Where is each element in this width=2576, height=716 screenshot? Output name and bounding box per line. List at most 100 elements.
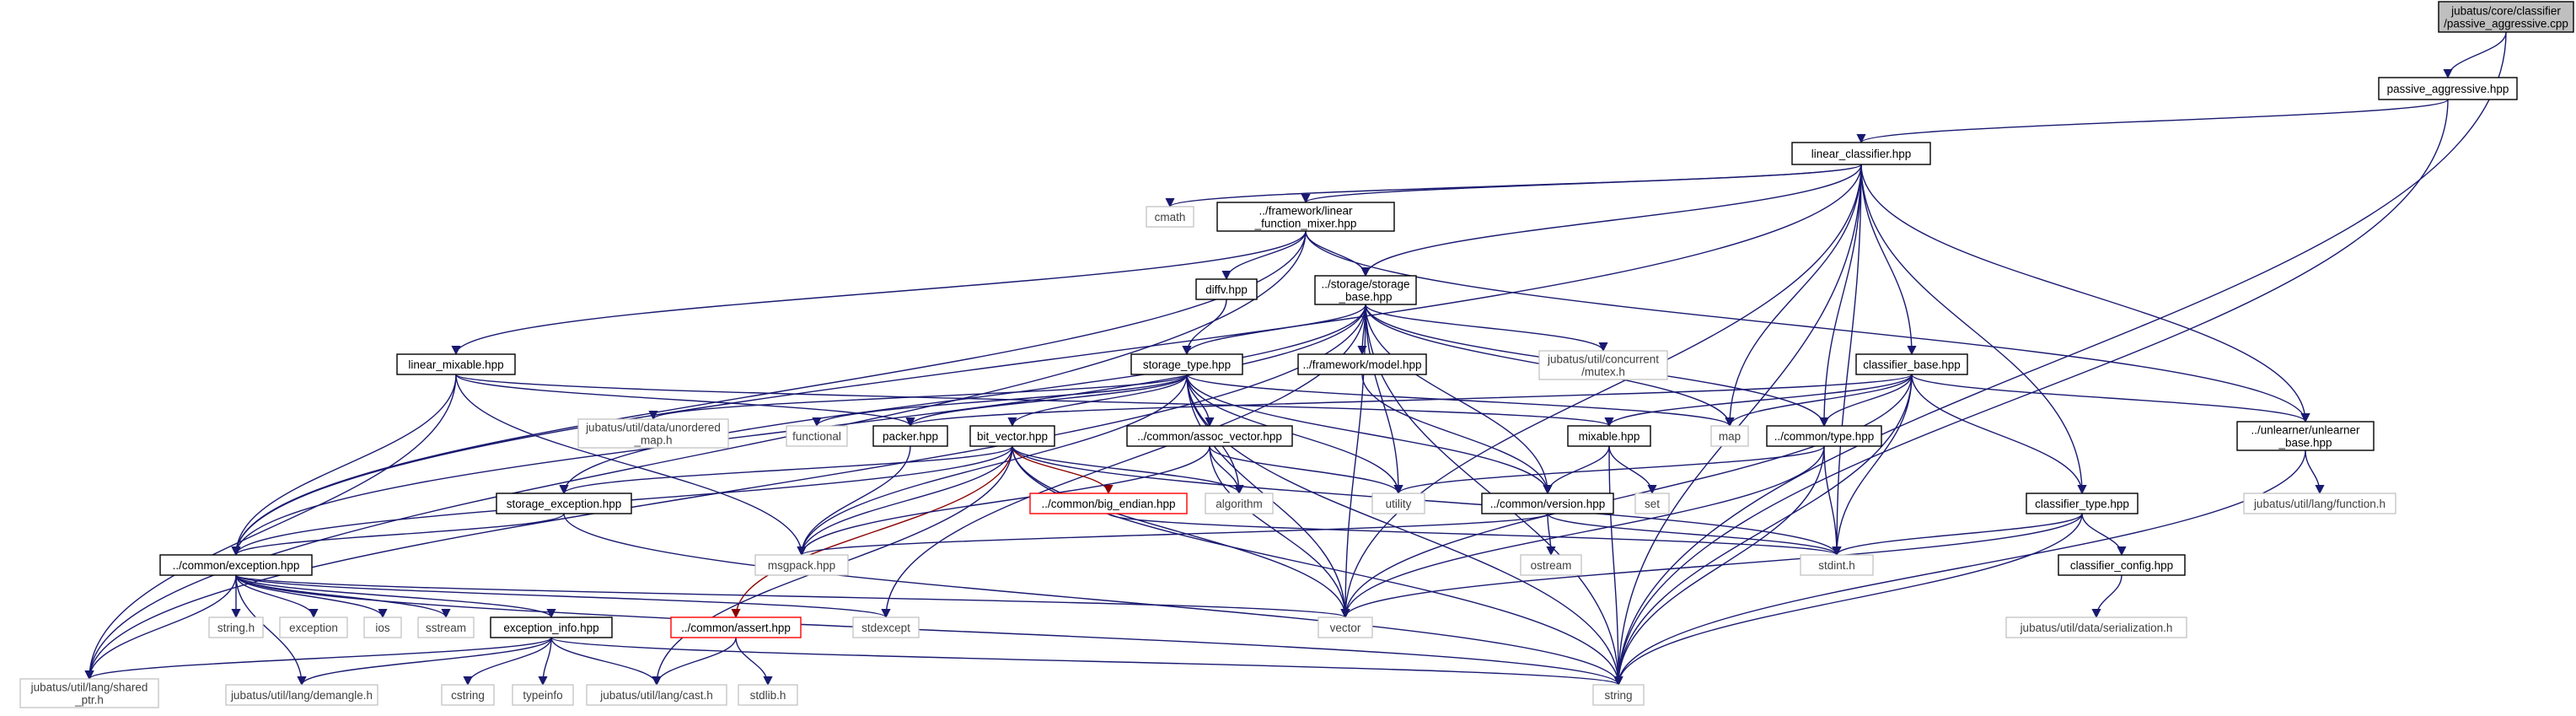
edge-common-type-to-vector (1340, 445, 1825, 619)
edge-linear-classifier-to-storage-base (1360, 164, 1862, 277)
node-box-storage-type (1130, 353, 1243, 375)
node-label-cstring: cstring (451, 689, 485, 702)
node-label-exception: exception (289, 622, 338, 634)
node-assoc-vector[interactable]: ../common/assoc_vector.hpp (1126, 425, 1293, 447)
node-common-assert[interactable]: ../common/assert.hpp (670, 616, 802, 638)
edge-assoc-vector-to-utility (1209, 445, 1403, 495)
node-bit-vector[interactable]: bit_vector.hpp (969, 425, 1055, 447)
node-linear-function-mixer[interactable]: ../framework/linear_function_mixer.hpp (1216, 202, 1395, 232)
edge-linear-mixable-to-mixable (455, 374, 1614, 428)
node-common-exception[interactable]: ../common/exception.hpp (159, 554, 313, 576)
node-label-map: map (1719, 430, 1741, 443)
node-classifier-base[interactable]: classifier_base.hpp (1855, 353, 1968, 375)
edge-bit-vector-to-algorithm (1012, 445, 1244, 495)
node-box-classifier-config (2058, 554, 2186, 576)
node-box-stdexcept (852, 616, 920, 638)
node-box-common-exception (159, 554, 313, 576)
edge-linear-mixable-to-shared-ptr (84, 374, 457, 681)
node-label-string: string (1604, 689, 1632, 702)
edge-linear-classifier-to-linear-function-mixer (1301, 164, 1862, 204)
edge-classifier-base-to-stdint (1832, 374, 1913, 557)
node-label-root-line-1: jubatus/core/classifier (2450, 5, 2561, 18)
edge-unlearner-base-to-string (1613, 450, 2306, 686)
node-string: string (1592, 684, 1645, 706)
node-classifier-type[interactable]: classifier_type.hpp (2026, 493, 2139, 514)
node-box-cstring (441, 684, 495, 706)
edge-common-version-to-msgpack (797, 513, 1548, 557)
node-box-lang-cast (586, 684, 727, 706)
node-label-diffv: diffv.hpp (1205, 283, 1248, 296)
node-mixable[interactable]: mixable.hpp (1567, 425, 1651, 447)
node-box-linear-function-mixer (1216, 202, 1395, 232)
node-diffv[interactable]: diffv.hpp (1195, 278, 1258, 300)
edge-exception-info-to-cstring (463, 637, 552, 686)
dependency-nodes: jubatus/core/classifier/passive_aggressi… (19, 1, 2574, 708)
node-unlearner-base[interactable]: ../unlearner/unlearner_base.hpp (2236, 421, 2375, 451)
node-label-unlearner-base-line-1: ../unlearner/unlearner (2251, 424, 2360, 437)
node-box-storage-exception (496, 493, 632, 514)
node-classifier-config[interactable]: classifier_config.hpp (2058, 554, 2186, 576)
node-framework-model[interactable]: ../framework/model.hpp (1297, 353, 1427, 375)
node-storage-base[interactable]: ../storage/storage_base.hpp (1314, 275, 1417, 305)
node-linear-mixable[interactable]: linear_mixable.hpp (396, 353, 516, 375)
edge-classifier-base-to-string (1613, 374, 1913, 686)
node-ostream: ostream (1520, 554, 1582, 576)
node-label-ios: ios (375, 622, 390, 634)
node-box-classifier-type (2026, 493, 2139, 514)
node-storage-type[interactable]: storage_type.hpp (1130, 353, 1243, 375)
node-box-mixable (1567, 425, 1651, 447)
node-stdint: stdint.h (1800, 554, 1874, 576)
node-label-shared-ptr-line-2: _ptr.h (74, 694, 104, 707)
edge-storage-exception-to-string (563, 513, 1623, 686)
edge-assoc-vector-to-msgpack (797, 445, 1210, 557)
node-label-common-exception: ../common/exception.hpp (173, 559, 300, 572)
node-root[interactable]: jubatus/core/classifier/passive_aggressi… (2438, 1, 2574, 33)
node-linear-classifier[interactable]: linear_classifier.hpp (1791, 142, 1931, 165)
node-packer[interactable]: packer.hpp (872, 425, 948, 447)
node-cmath: cmath (1146, 206, 1194, 228)
edge-classifier-base-to-classifier-type (1911, 374, 2087, 495)
edge-big-endian-to-stdint (1108, 513, 1842, 557)
node-label-lang-function: jubatus/util/lang/function.h (2253, 498, 2385, 510)
node-label-big-endian: ../common/big_endian.hpp (1041, 498, 1175, 510)
node-msgpack: msgpack.hpp (754, 554, 849, 576)
node-passive-aggressive[interactable]: passive_aggressive.hpp (2378, 77, 2518, 100)
edge-common-type-to-stdint (1823, 445, 1842, 557)
node-label-classifier-type: classifier_type.hpp (2035, 498, 2129, 510)
node-exception: exception (279, 616, 348, 638)
edge-classifier-base-to-map (1725, 374, 1913, 428)
node-stdexcept: stdexcept (852, 616, 920, 638)
node-label-storage-exception: storage_exception.hpp (507, 498, 622, 510)
node-label-vector: vector (1330, 622, 1361, 634)
node-label-storage-type: storage_type.hpp (1143, 358, 1231, 371)
node-box-shared-ptr (19, 678, 159, 708)
edge-common-exception-to-stdexcept (235, 574, 891, 619)
edge-linear-function-mixer-to-diffv (1221, 230, 1307, 281)
node-big-endian[interactable]: ../common/big_endian.hpp (1029, 493, 1188, 514)
node-demangle: jubatus/util/lang/demangle.h (225, 684, 378, 706)
node-label-stdint: stdint.h (1818, 559, 1855, 572)
node-box-lang-function (2243, 493, 2396, 514)
edge-classifier-base-to-unlearner-base (1911, 374, 2310, 423)
node-label-linear-function-mixer-line-2: _function_mixer.hpp (1254, 218, 1357, 230)
node-common-type[interactable]: ../common/type.hpp (1766, 425, 1882, 447)
node-box-functional (786, 425, 848, 447)
edge-classifier-base-to-mixable (1604, 374, 1913, 428)
edge-linear-function-mixer-to-shared-ptr (84, 230, 1307, 681)
edge-exception-info-to-lang-cast (550, 637, 662, 686)
edge-linear-classifier-to-unlearner-base (1860, 164, 2310, 423)
node-label-string-h: string.h (217, 622, 255, 634)
node-storage-exception[interactable]: storage_exception.hpp (496, 493, 632, 514)
node-exception-info[interactable]: exception_info.hpp (490, 616, 613, 638)
node-label-linear-classifier: linear_classifier.hpp (1811, 148, 1912, 160)
node-label-assoc-vector: ../common/assoc_vector.hpp (1137, 430, 1282, 443)
node-label-packer: packer.hpp (883, 430, 938, 443)
node-serialization: jubatus/util/data/serialization.h (2005, 616, 2187, 638)
node-box-common-type (1766, 425, 1882, 447)
node-common-version[interactable]: ../common/version.hpp (1481, 493, 1614, 514)
node-label-sstream: sstream (426, 622, 466, 634)
edge-classifier-type-to-string (1613, 513, 2083, 686)
edge-linear-mixable-to-packer (455, 374, 915, 428)
edge-linear-function-mixer-to-unlearner-base (1305, 230, 2310, 423)
